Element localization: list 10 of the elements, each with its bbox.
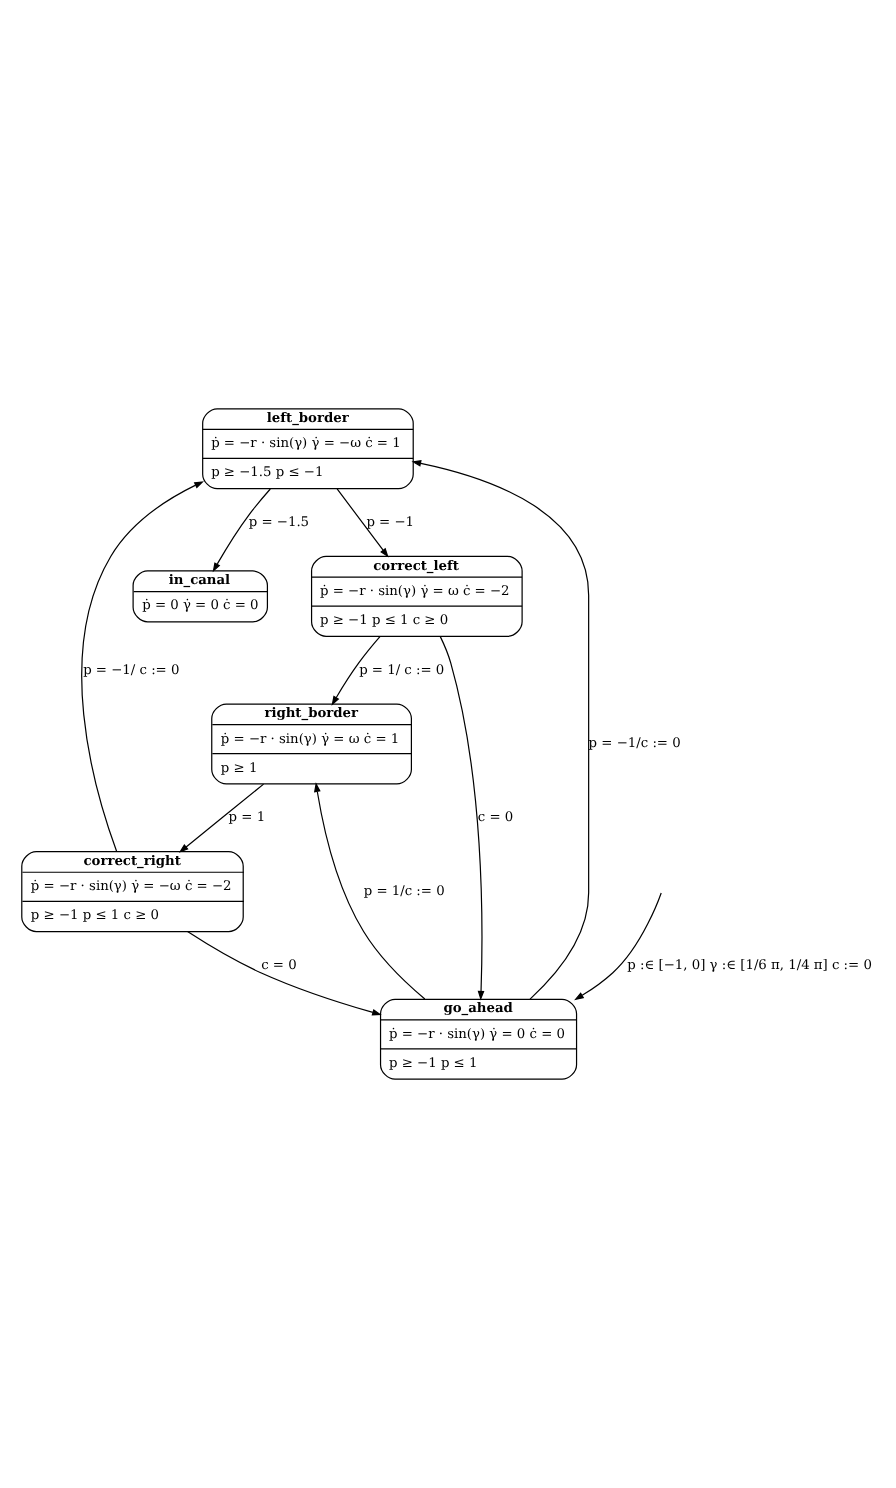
arrow: [186, 930, 382, 1016]
arrow: [331, 636, 381, 706]
arrow: [81, 481, 204, 853]
arrow: [178, 783, 265, 853]
arrow: [212, 488, 271, 573]
arrow: [411, 460, 590, 1000]
arrow: [574, 892, 662, 1001]
arrow: [336, 488, 389, 558]
arrow: [439, 636, 485, 1001]
arrow: [314, 782, 426, 1000]
